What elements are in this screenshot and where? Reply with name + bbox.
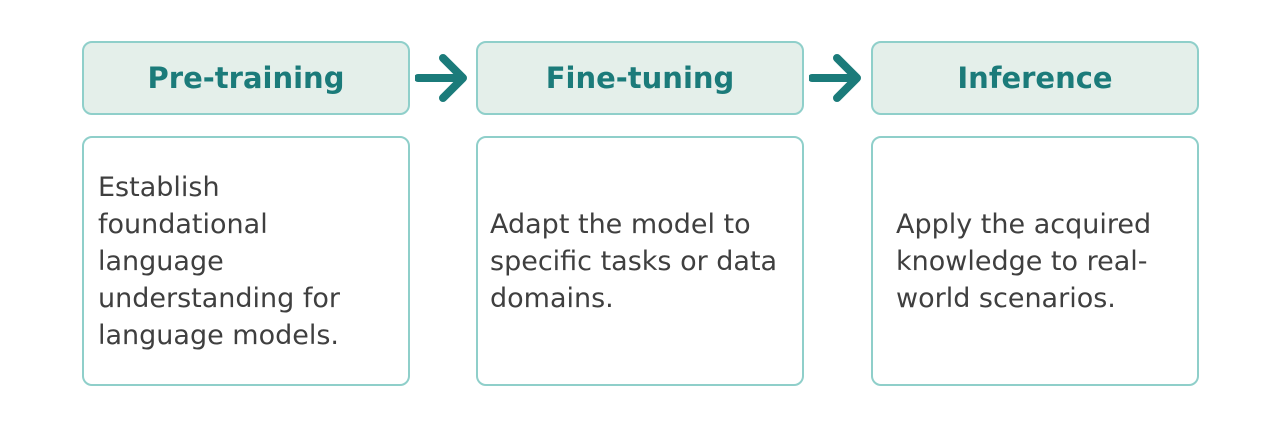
stage-body-pre-training: Establish foundational language understa… <box>82 136 410 386</box>
stage-body-inference: Apply the acquired knowledge to real-wor… <box>871 136 1199 386</box>
right-arrow-icon <box>809 52 863 104</box>
stage-header-fine-tuning: Fine-tuning <box>476 41 804 115</box>
stage-header-inference: Inference <box>871 41 1199 115</box>
stage-body-fine-tuning: Adapt the model to specific tasks or dat… <box>476 136 804 386</box>
stage-title: Inference <box>957 61 1113 95</box>
stage-description: Apply the acquired knowledge to real-wor… <box>896 208 1152 314</box>
stage-header-pre-training: Pre-training <box>82 41 410 115</box>
right-arrow-icon <box>415 52 469 104</box>
stage-description: Adapt the model to specific tasks or dat… <box>490 208 778 314</box>
stage-description: Establish foundational language understa… <box>98 171 340 351</box>
stage-title: Pre-training <box>147 61 345 95</box>
stage-title: Fine-tuning <box>545 61 735 95</box>
